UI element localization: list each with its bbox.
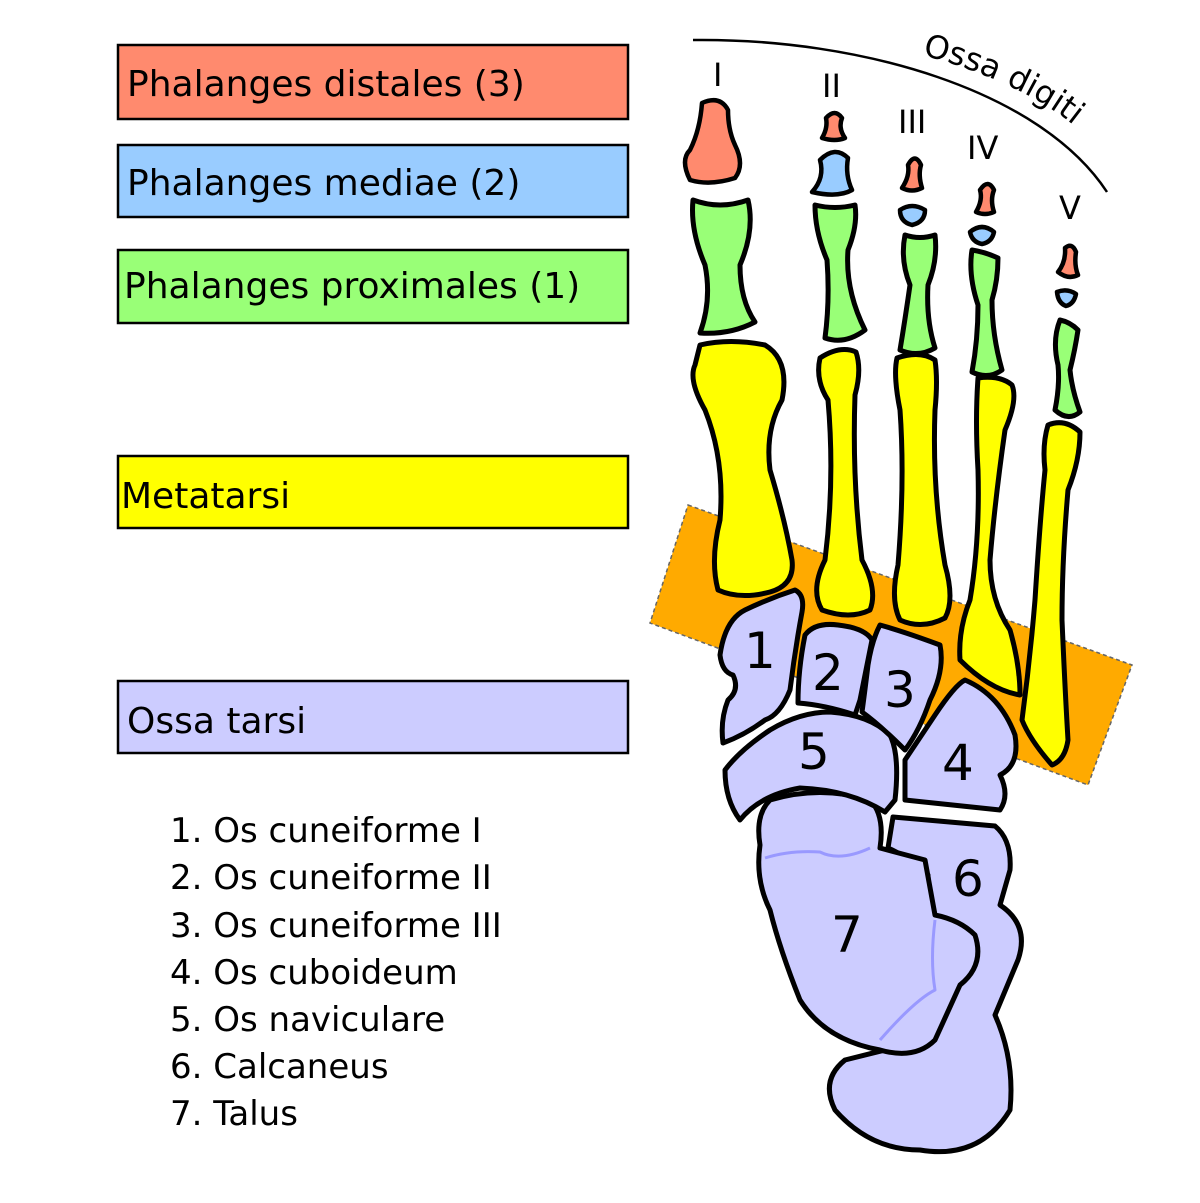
legend-label-tarsal: Ossa tarsi [127,701,306,742]
toe-numeral-II: II [822,67,841,105]
toe-numeral-V: V [1059,189,1081,227]
distal-phalanx-5 [1055,243,1081,280]
legend-swatch-metatarsal [116,454,630,530]
toe-numeral-I: I [713,56,722,94]
metatarsal-3-bone [892,352,953,627]
legend-label-proximal: Phalanges proximales (1) [124,266,580,307]
legend-swatch-tarsal [116,679,630,755]
distal-phalanx-4 [973,181,997,217]
tarsal-list-item: 2. Os cuneiforme II [170,858,492,898]
legend-distal-phalanges: Phalanges distales (3) [116,43,630,121]
navicular-bone [722,709,900,823]
talus-bone [756,790,981,1056]
cuneiform-3-bone [859,622,944,753]
toe-numerals: I II III IV V [713,56,1081,227]
legend-proximal-phalanges: Phalanges proximales (1) [116,248,630,325]
legend-middle-phalanges: Phalanges mediae (2) [116,143,630,219]
tarsal-bones [717,587,1024,1155]
distal-phalanx-3 [899,156,925,193]
legend-metatarsals: Metatarsi [116,454,630,530]
metatarsal-4-bone [957,374,1023,698]
bone-number-4: 4 [942,734,974,792]
legend-swatch-middle [116,143,630,219]
tarsal-list-item: 1. Os cuneiforme I [170,811,482,851]
tarsal-list-item: 3. Os cuneiforme III [170,906,502,946]
proximal-phalanx-5 [1052,317,1083,419]
toe-numeral-III: III [898,103,926,141]
distal-phalanx-2 [819,110,848,143]
tarsal-list-item: 6. Calcaneus [170,1047,389,1087]
metatarsal-1-bone [690,339,795,598]
proximal-phalanx-2 [812,202,868,343]
metatarsals [690,339,1083,768]
digits-arc [692,38,1109,193]
tarsal-list: 1. Os cuneiforme I 2. Os cuneiforme II 3… [170,811,502,1134]
proximal-phalanges [690,197,1083,419]
metatarsal-2-bone [814,347,876,618]
middle-phalanx-3 [897,203,928,228]
tarsal-list-item: 4. Os cuboideum [170,953,458,993]
cuboid-bone [902,677,1019,813]
tarsal-list-item: 7. Talus [170,1094,298,1134]
distal-phalanges [682,97,1081,280]
toe-numeral-IV: IV [967,129,998,167]
proximal-phalanx-3 [897,232,939,356]
legend-swatch-distal [116,43,630,121]
cuneiform-1-bone [717,587,806,746]
metatarsal-5-bone [1019,420,1083,768]
proximal-phalanx-4 [968,247,1005,378]
talus-inner-line [764,846,937,1041]
distal-phalanx-1 [682,97,743,185]
tarsal-list-item: 5. Os naviculare [170,1000,445,1040]
middle-phalanx-4 [967,224,997,247]
middle-phalanx-5 [1054,288,1079,309]
bone-number-2: 2 [812,644,844,702]
legend: Phalanges distales (3) Phalanges mediae … [116,43,630,755]
bone-number-7: 7 [831,906,863,964]
legend-label-metatarsal: Metatarsi [121,476,290,517]
legend-label-distal: Phalanges distales (3) [127,64,525,105]
proximal-phalanx-1 [690,197,758,336]
middle-phalanges [809,149,1079,309]
bone-number-3: 3 [884,661,916,719]
legend-tarsals: Ossa tarsi [116,679,630,755]
legend-label-middle: Phalanges mediae (2) [127,163,520,204]
legend-swatch-proximal [116,248,630,325]
bone-number-6: 6 [952,850,984,908]
calcaneus-bone [826,814,1024,1155]
bone-numbers: 1 2 3 4 5 6 7 [744,622,984,964]
bone-number-5: 5 [798,723,830,781]
middle-phalanx-2 [809,149,855,197]
cuneiform-2-bone [795,622,875,718]
bone-number-1: 1 [744,622,776,680]
